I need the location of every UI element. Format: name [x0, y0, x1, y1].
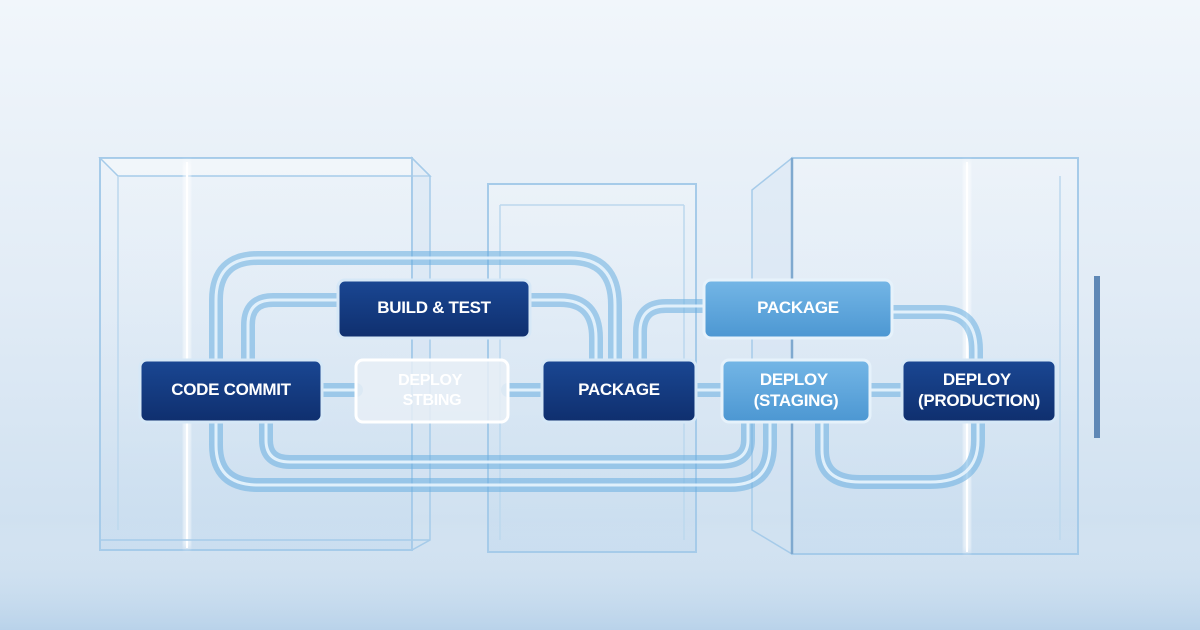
pipes — [209, 251, 985, 492]
node-package-top-right[interactable]: PACKAGE — [702, 278, 894, 340]
glass-box-right — [751, 156, 1100, 556]
node-package-center[interactable]: PACKAGE — [540, 358, 698, 424]
node-deploy-faded[interactable]: DEPLOY STBING — [354, 358, 510, 424]
node-deploy-production-line-2: (PRODUCTION) — [918, 391, 1040, 410]
node-package-top-right-line-1: PACKAGE — [757, 298, 839, 317]
svg-text:CODE COMMIT: CODE COMMIT — [171, 380, 291, 399]
node-build-test-line-1: BUILD & TEST — [377, 298, 491, 317]
svg-text:PACKAGE: PACKAGE — [578, 380, 660, 399]
svg-text:BUILD & TEST: BUILD & TEST — [377, 298, 491, 317]
node-deploy-faded-line-1: DEPLOY — [398, 372, 463, 389]
node-code-commit-line-1: CODE COMMIT — [171, 380, 291, 399]
node-build-test[interactable]: BUILD & TEST — [336, 278, 532, 340]
svg-text:PACKAGE: PACKAGE — [757, 298, 839, 317]
node-deploy-staging[interactable]: DEPLOY (STAGING) — [720, 358, 872, 424]
node-package-center-line-1: PACKAGE — [578, 380, 660, 399]
node-deploy-production-line-1: DEPLOY — [943, 370, 1012, 389]
node-deploy-staging-line-1: DEPLOY — [760, 370, 829, 389]
node-code-commit[interactable]: CODE COMMIT — [138, 358, 324, 424]
svg-text:DEPLOY STBING: DEPLOY STBING — [398, 372, 466, 409]
node-deploy-production[interactable]: DEPLOY (PRODUCTION) — [900, 358, 1058, 424]
node-deploy-staging-line-2: (STAGING) — [754, 391, 839, 410]
node-deploy-faded-line-2: STBING — [403, 392, 462, 409]
svg-text:DEPLOY (PRODUCTION): DEPLOY (PRODUCTION) — [918, 370, 1040, 410]
svg-text:DEPLOY (STAGING): DEPLOY (STAGING) — [754, 370, 839, 410]
